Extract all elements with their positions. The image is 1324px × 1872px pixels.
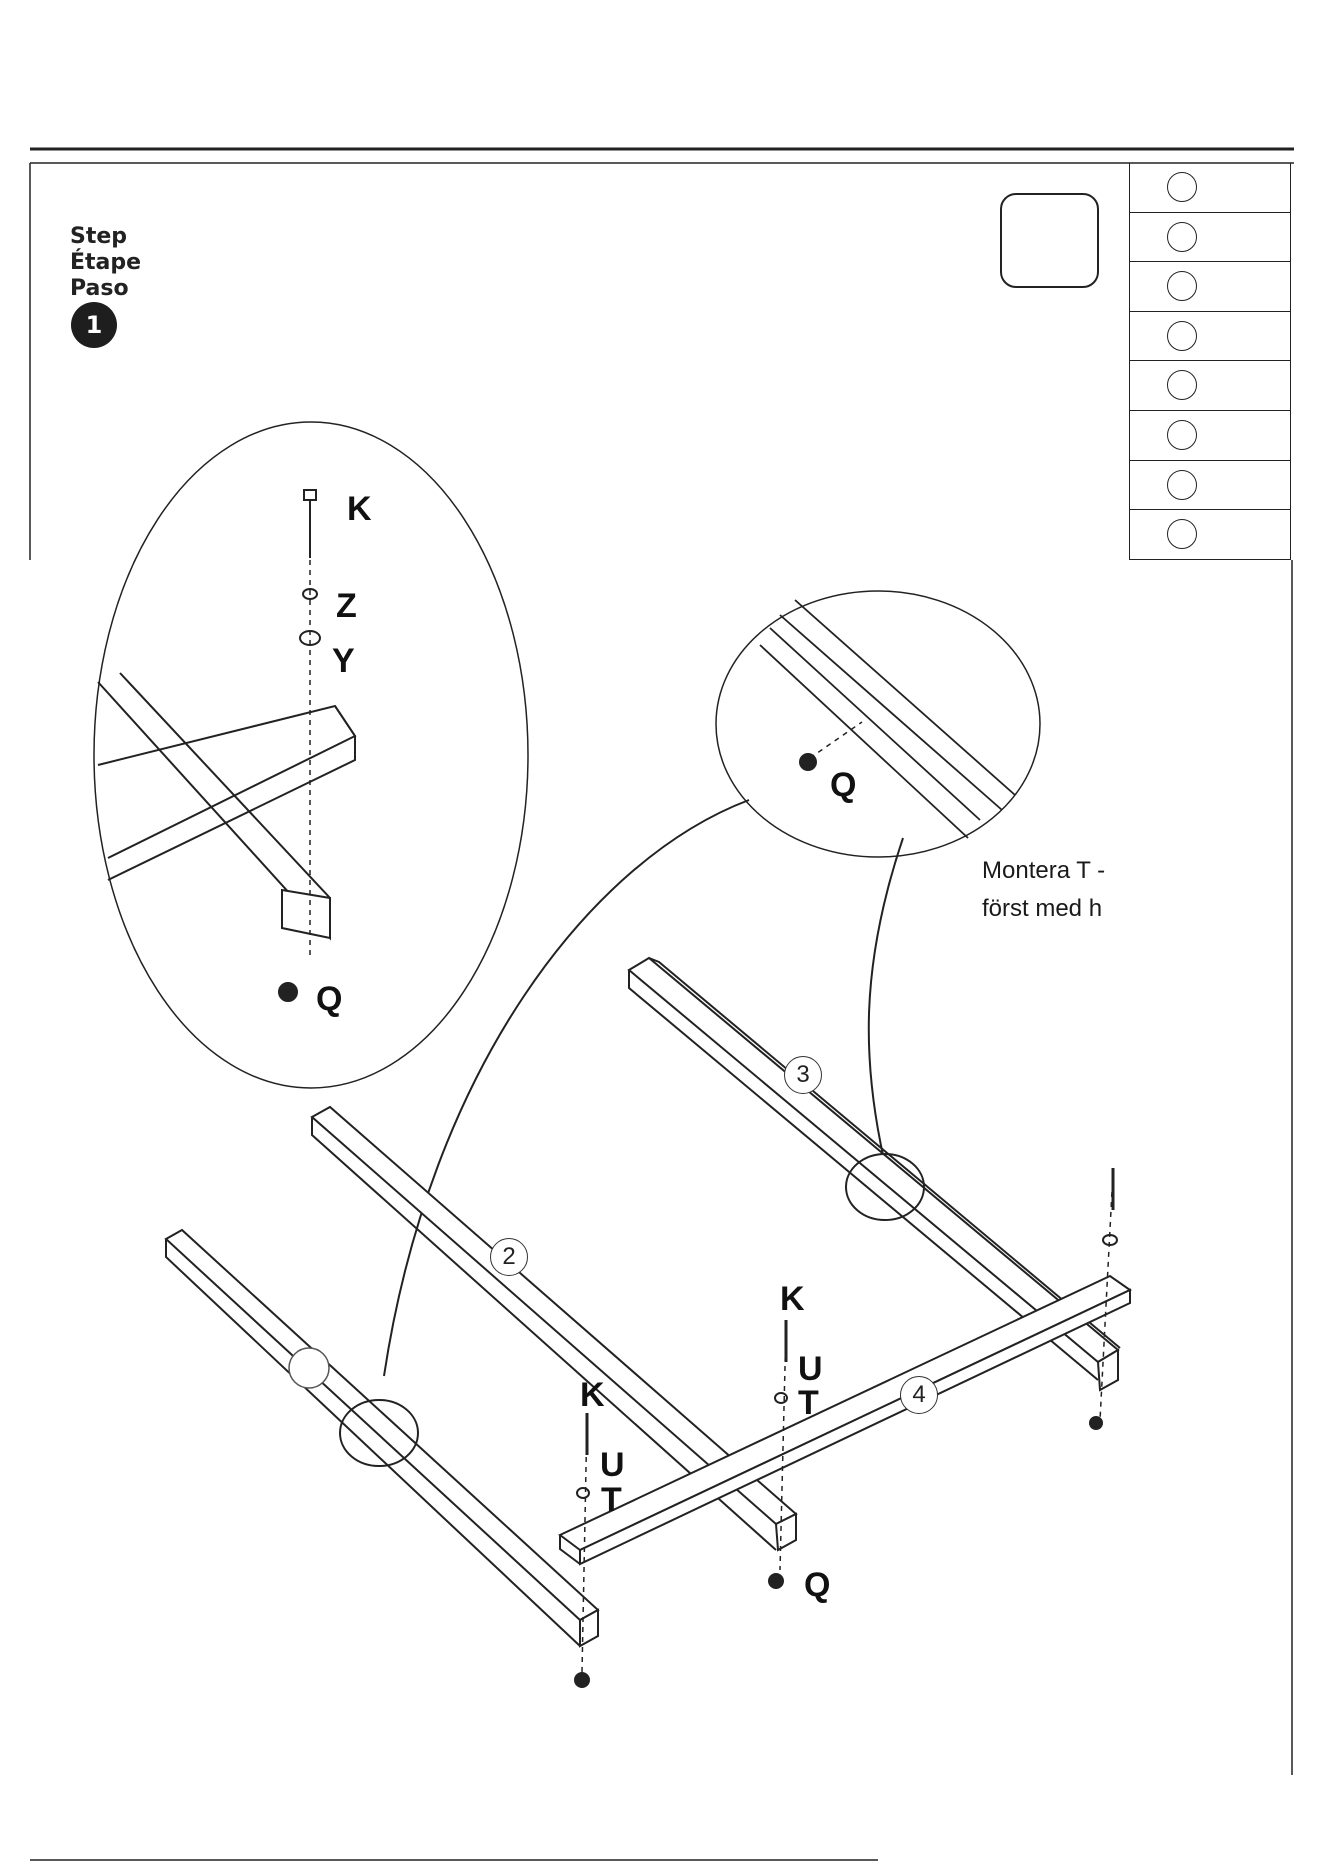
beam-4 <box>560 1276 1130 1564</box>
part-number-3: 3 <box>784 1056 822 1094</box>
label-q-bottom: Q <box>804 1568 830 1602</box>
instruction-note: Montera T - först med h <box>982 852 1124 928</box>
part-circle-icon <box>1167 519 1197 549</box>
detail-ellipse-right <box>716 591 1040 857</box>
label-q-detail-left: Q <box>316 982 342 1016</box>
washer-mid <box>577 1488 589 1498</box>
parts-row <box>1130 213 1290 263</box>
part-circle-icon <box>1167 420 1197 450</box>
step-word-en: Step <box>70 224 141 250</box>
label-q-detail-right: Q <box>830 768 856 802</box>
part-number-4: 4 <box>900 1376 938 1414</box>
detail-right-beams <box>760 600 1015 838</box>
parts-row <box>1130 163 1290 213</box>
label-t-center: T <box>798 1386 819 1420</box>
parts-row <box>1130 262 1290 312</box>
parts-list <box>1129 163 1291 560</box>
label-u-center: U <box>798 1352 823 1386</box>
parts-row <box>1130 510 1290 560</box>
label-k-mid: K <box>580 1378 605 1412</box>
step-title: Step Étape Paso <box>70 224 141 302</box>
part-circle-icon <box>1167 370 1197 400</box>
part-circle-icon <box>1167 470 1197 500</box>
connector-right <box>869 838 903 1185</box>
parts-row <box>1130 461 1290 511</box>
label-k-detail: K <box>347 492 372 526</box>
parts-row <box>1130 312 1290 362</box>
detail-left-beams <box>98 673 355 938</box>
part-circle-icon <box>1167 271 1197 301</box>
washer-center <box>775 1393 787 1403</box>
nut-center <box>769 1574 783 1588</box>
label-u-mid: U <box>600 1448 625 1482</box>
step-word-fr: Étape <box>70 250 141 276</box>
label-y-detail: Y <box>332 644 355 678</box>
nut-right <box>1090 1417 1102 1429</box>
step-word-es: Paso <box>70 276 141 302</box>
parts-row <box>1130 411 1290 461</box>
step-number-badge: 1 <box>71 302 117 348</box>
tool-box <box>1000 193 1099 288</box>
nut-q-left <box>279 983 297 1001</box>
detail-left-bolt <box>304 490 316 558</box>
note-line: först med h <box>982 890 1124 928</box>
part-circle-icon <box>1167 222 1197 252</box>
label-z-detail: Z <box>336 589 357 623</box>
marker-ball <box>289 1348 329 1388</box>
nut-mid <box>575 1673 589 1687</box>
part-circle-icon <box>1167 172 1197 202</box>
part-circle-icon <box>1167 321 1197 351</box>
label-k-center: K <box>780 1282 805 1316</box>
detail-right-axis <box>810 722 862 758</box>
label-t-mid: T <box>601 1483 622 1517</box>
parts-row <box>1130 361 1290 411</box>
note-line: Montera T - <box>982 852 1124 890</box>
nut-q-right <box>800 754 816 770</box>
part-number-2: 2 <box>490 1238 528 1276</box>
connector-left <box>384 800 749 1376</box>
